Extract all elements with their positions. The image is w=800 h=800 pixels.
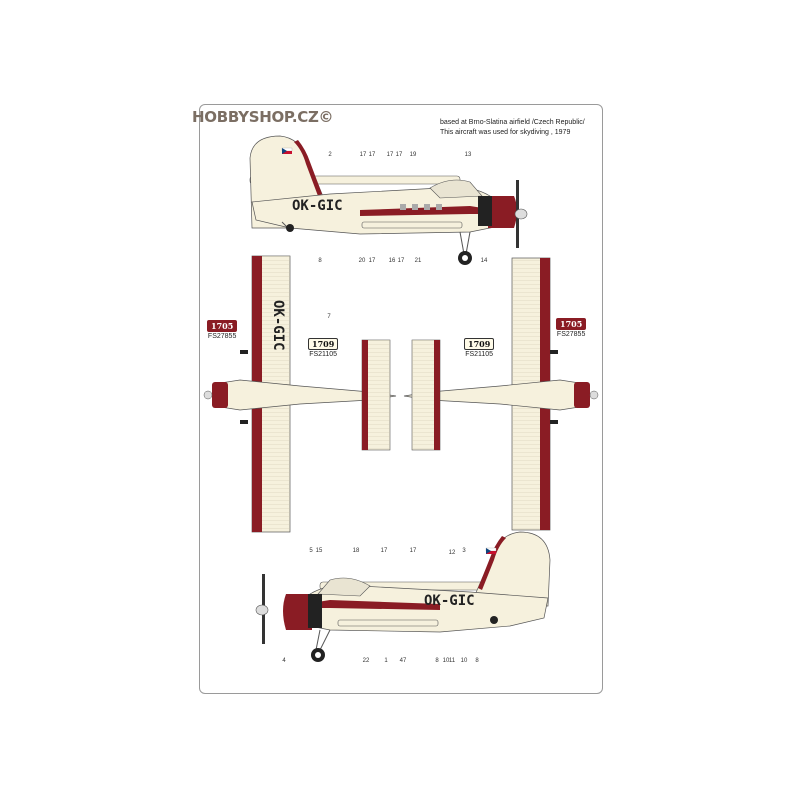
swatch-right-cream: 1709 FS21105 xyxy=(464,338,495,358)
callout-top: 13 xyxy=(465,152,472,158)
callout-bottom: 11 xyxy=(449,658,456,664)
callout-top: 17 xyxy=(369,152,376,158)
callout-top: 17 xyxy=(360,152,367,158)
registration-upper-wing: OK-GIC xyxy=(270,300,286,351)
swatch-right-red-code: 1705 xyxy=(556,318,587,330)
callout-bottom: 12 xyxy=(449,550,456,556)
swatch-left-red-code: 1705 xyxy=(207,320,238,332)
plan-view-top: OK-GIC xyxy=(203,255,397,533)
callout-bottom: 22 xyxy=(363,658,370,664)
callout-bottom: 5 xyxy=(309,548,313,554)
callout-bottom: 17 xyxy=(381,548,388,554)
callout-bottom: 1 xyxy=(384,658,388,664)
callout-top: 2 xyxy=(328,152,332,158)
callout-top: 17 xyxy=(396,152,403,158)
swatch-right-red: 1705 FS27855 xyxy=(556,318,587,338)
callout-top: 20 xyxy=(359,258,366,264)
callout-wing: 7 xyxy=(327,314,331,320)
callout-top: 8 xyxy=(318,258,322,264)
plan-view-bottom xyxy=(403,257,599,531)
callout-bottom: 8 xyxy=(435,658,439,664)
swatch-right-cream-fs: FS21105 xyxy=(465,351,494,358)
swatch-right-red-fs: FS27855 xyxy=(556,331,586,338)
side-view-left: OK-GIC xyxy=(255,531,551,662)
watermark: HOBBYSHOP.CZ© xyxy=(192,108,334,126)
swatch-right-cream-code: 1709 xyxy=(464,338,495,350)
callout-top: 17 xyxy=(369,258,376,264)
callout-top: 17 xyxy=(398,258,405,264)
callout-bottom: 18 xyxy=(353,548,360,554)
registration-side-left: OK-GIC xyxy=(424,593,475,609)
swatch-left-cream-code: 1709 xyxy=(308,338,339,350)
side-view-right: OK-GIC xyxy=(249,135,528,265)
swatch-left-cream: 1709 FS21105 xyxy=(308,338,339,358)
callout-bottom: 10 xyxy=(443,658,450,664)
callout-bottom: 15 xyxy=(316,548,323,554)
callout-bottom: 47 xyxy=(400,658,407,664)
caption-line-2: This aircraft was used for skydiving , 1… xyxy=(440,129,571,136)
callout-bottom: 4 xyxy=(282,658,286,664)
callout-top: 21 xyxy=(415,258,422,264)
swatch-left-red: 1705 FS27855 xyxy=(207,320,238,340)
callout-top: 17 xyxy=(387,152,394,158)
callout-top: 14 xyxy=(481,258,488,264)
callout-top: 19 xyxy=(410,152,417,158)
caption-line-1: based at Brno-Slatina airfield /Czech Re… xyxy=(440,119,585,126)
caption: based at Brno-Slatina airfield /Czech Re… xyxy=(440,118,585,138)
callout-bottom: 17 xyxy=(410,548,417,554)
swatch-left-red-fs: FS27855 xyxy=(207,333,237,340)
callout-bottom: 10 xyxy=(461,658,468,664)
callout-bottom: 8 xyxy=(475,658,479,664)
callout-bottom: 3 xyxy=(462,548,466,554)
registration-side-right: OK-GIC xyxy=(292,198,343,214)
callout-top: 16 xyxy=(389,258,396,264)
swatch-left-cream-fs: FS21105 xyxy=(309,351,338,358)
